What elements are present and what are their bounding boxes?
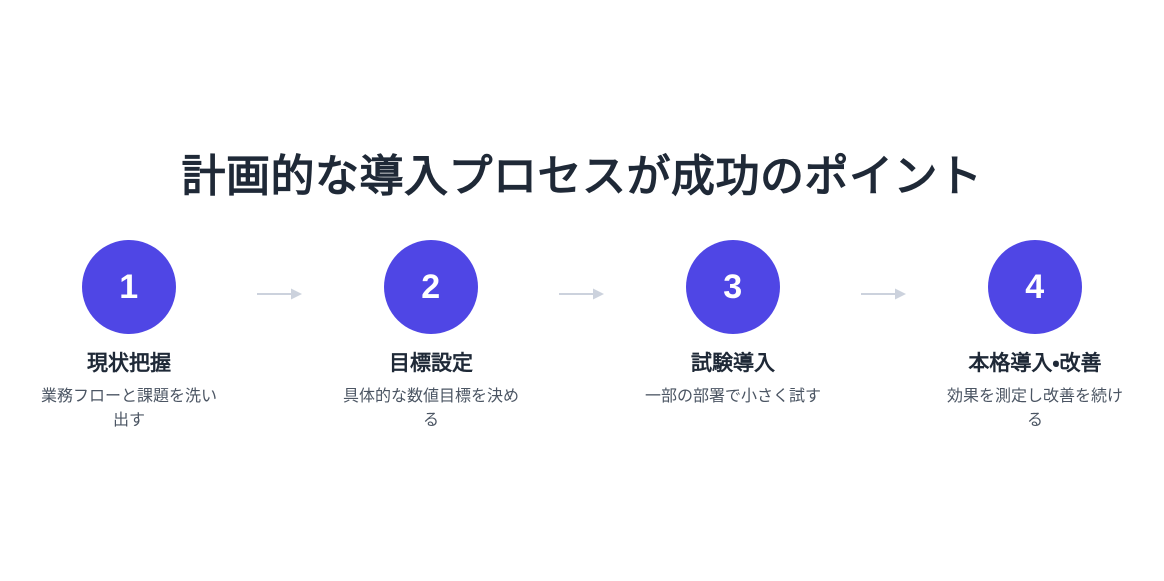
process-step-1: 1 現状把握 業務フローと課題を洗い出す [28, 240, 230, 433]
connector-3 [834, 240, 934, 334]
step-circle-icon: 4 [988, 240, 1082, 334]
connector-1 [230, 240, 330, 334]
step-title: 本格導入・改善 [968, 352, 1102, 375]
page-title: 計画的な導入プロセスが成功のポイント [181, 152, 983, 202]
step-number-label: 1 [119, 268, 139, 306]
process-steps-row: 1 現状把握 業務フローと課題を洗い出す 2 目標設定 具体的な数値目標を決める [0, 240, 1164, 433]
step-title: 試験導入 [691, 352, 775, 375]
connector-2 [532, 240, 632, 334]
process-step-4: 4 本格導入・改善 効果を測定し改善を続ける [934, 240, 1136, 433]
step-description: 具体的な数値目標を決める [342, 388, 519, 429]
step-circle-icon: 1 [82, 240, 176, 334]
step-description: 一部の部署で小さく試す [644, 388, 821, 405]
arrow-right-icon [257, 288, 302, 300]
step-title: 目標設定 [389, 352, 473, 375]
arrow-right-icon [861, 288, 906, 300]
arrow-right-icon [559, 288, 604, 300]
step-description: 業務フローと課題を洗い出す [40, 388, 217, 429]
process-step-2: 2 目標設定 具体的な数値目標を決める [330, 240, 532, 433]
step-number-label: 4 [1025, 268, 1045, 306]
step-circle-icon: 3 [686, 240, 780, 334]
process-step-3: 3 試験導入 一部の部署で小さく試す [632, 240, 834, 409]
step-circle-icon: 2 [384, 240, 478, 334]
step-title: 現状把握 [87, 352, 171, 375]
step-number-label: 3 [723, 268, 743, 306]
step-description: 効果を測定し改善を続ける [946, 388, 1123, 429]
step-number-label: 2 [421, 268, 441, 306]
